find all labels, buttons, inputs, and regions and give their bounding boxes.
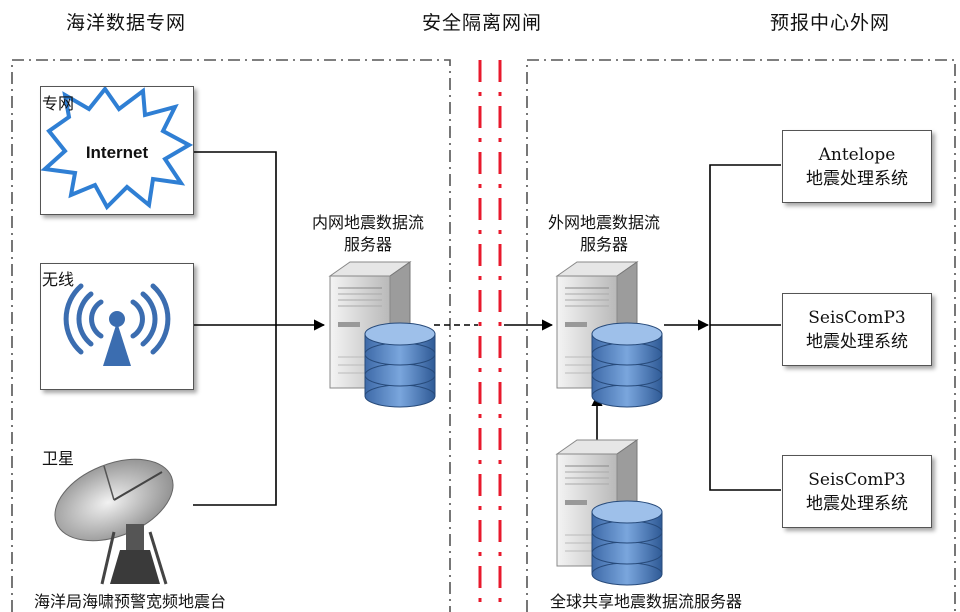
system-name: SeisComP3 xyxy=(808,308,906,328)
right-zone-title: 预报中心外网 xyxy=(770,12,891,34)
internet-label: Internet xyxy=(85,143,149,162)
wireless-label: 无线 xyxy=(42,270,75,289)
zone-borders xyxy=(11,59,956,612)
left-zone-title: 海洋数据专网 xyxy=(66,12,187,34)
global-server-label: 全球共享地震数据流服务器 xyxy=(550,592,743,611)
inner-server-label-line2: 服务器 xyxy=(343,235,392,254)
wireless-antenna-icon xyxy=(63,283,171,366)
system-connectors xyxy=(664,164,781,491)
system-desc: 地震处理系统 xyxy=(806,494,908,514)
system-box-seiscomp3-1: SeisComP3 地震处理系统 xyxy=(782,293,932,366)
outer-server-label-line1: 外网地震数据流 xyxy=(547,213,660,232)
system-name: Antelope xyxy=(818,145,896,165)
system-desc: 地震处理系统 xyxy=(806,169,908,189)
system-desc: 地震处理系统 xyxy=(806,332,908,352)
inner-server-icon xyxy=(329,261,436,408)
private-net-label: 专网 xyxy=(42,94,75,113)
wireless-box xyxy=(40,263,194,390)
global-server-icon xyxy=(556,439,663,586)
internet-burst-icon xyxy=(41,87,193,211)
outer-server-label-line2: 服务器 xyxy=(579,235,628,254)
outer-server-icon xyxy=(556,261,663,408)
inner-server-label-line1: 内网地震数据流 xyxy=(311,213,424,232)
satellite-label: 卫星 xyxy=(42,449,75,468)
private-net-box: Internet xyxy=(40,86,194,215)
gateway-lines xyxy=(478,60,502,612)
source-connectors xyxy=(193,151,326,506)
outer-server-label: 外网地震数据流 服务器 xyxy=(536,212,672,256)
left-zone-border xyxy=(11,59,451,612)
source-caption: 海洋局海啸预警宽频地震台 xyxy=(34,592,227,611)
system-name: SeisComP3 xyxy=(808,470,906,490)
inner-server-label: 内网地震数据流 服务器 xyxy=(300,212,436,256)
middle-zone-title: 安全隔离网闸 xyxy=(422,12,543,34)
right-zone-border xyxy=(526,59,956,612)
system-box-seiscomp3-2: SeisComP3 地震处理系统 xyxy=(782,455,932,528)
satellite-dish-icon xyxy=(54,458,174,585)
system-box-antelope: Antelope 地震处理系统 xyxy=(782,130,932,203)
